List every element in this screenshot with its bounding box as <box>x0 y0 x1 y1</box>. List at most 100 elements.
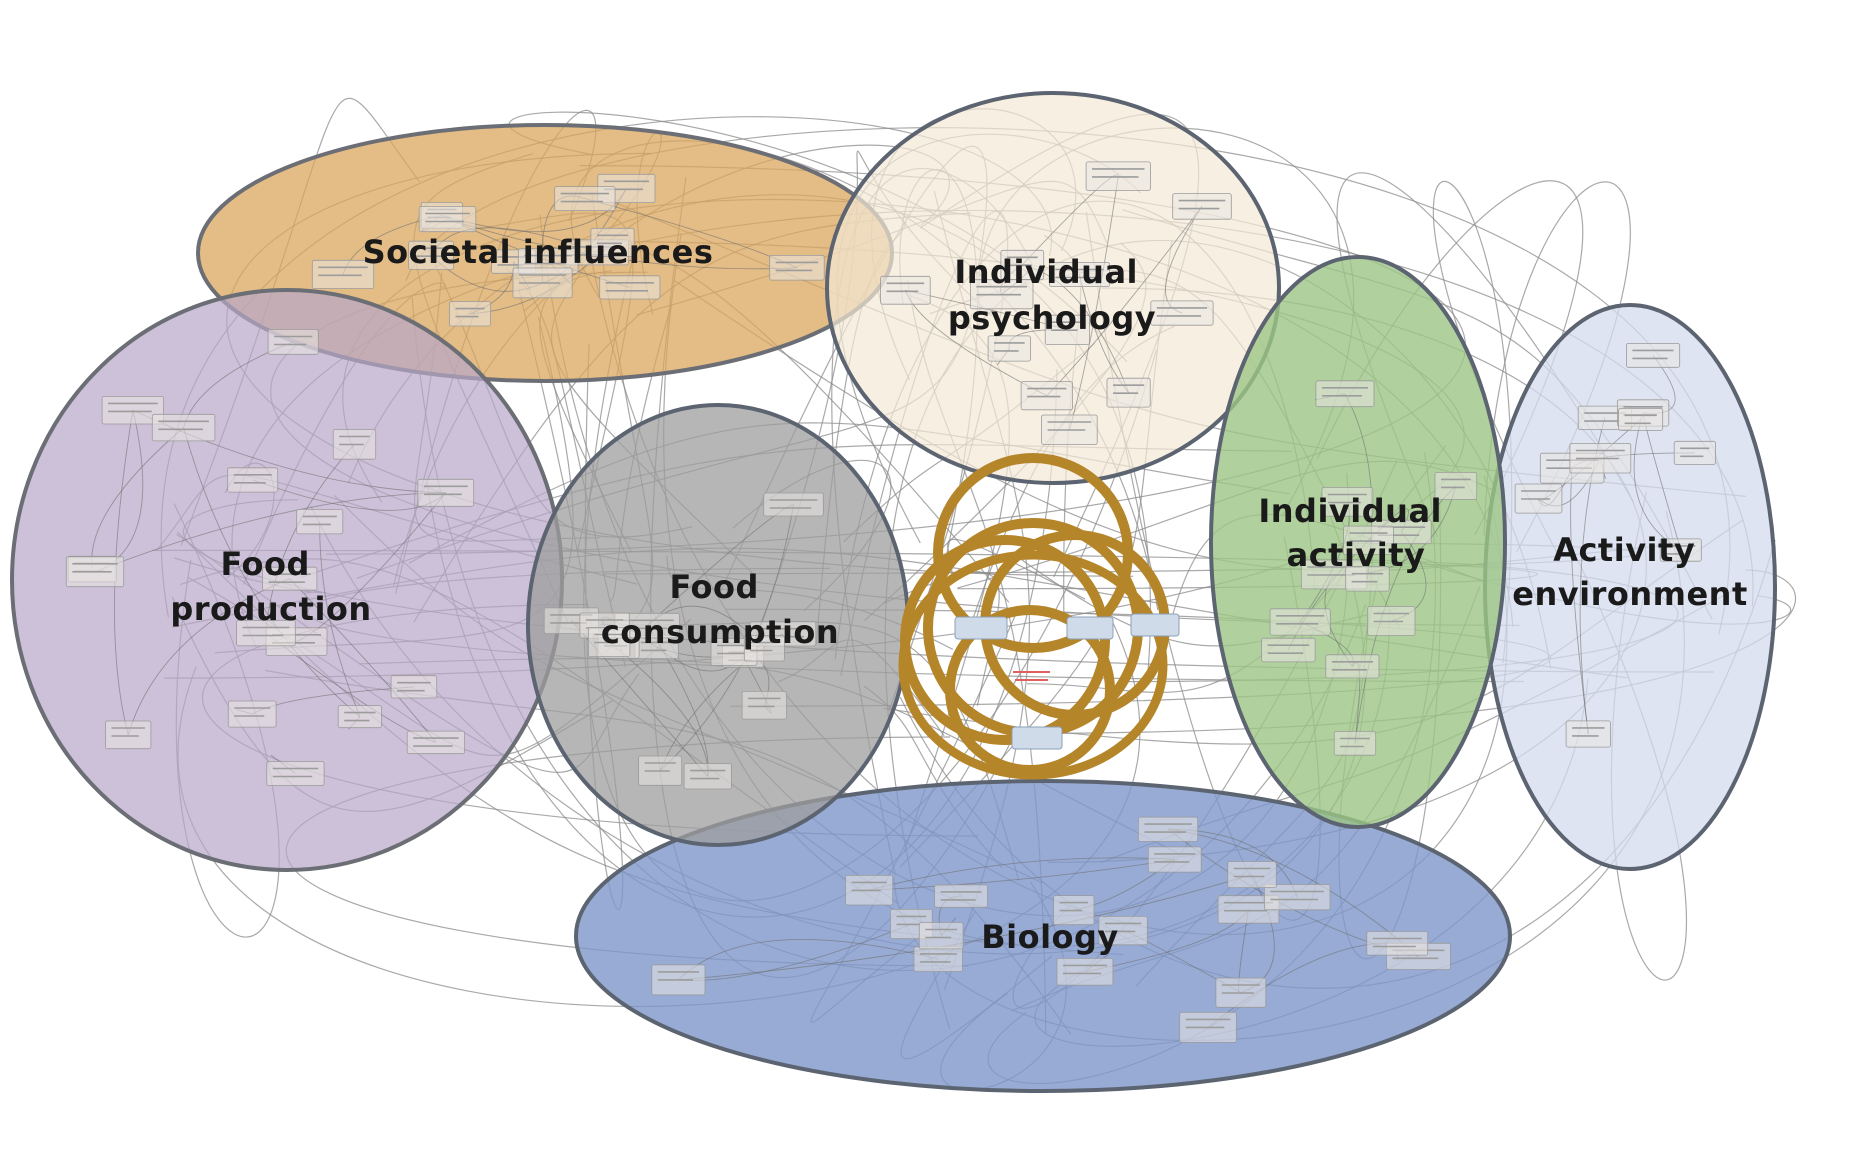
variable-node <box>332 429 377 460</box>
biology-ellipse <box>574 779 1512 1093</box>
variable-node <box>913 946 963 972</box>
individual-psychology-label: Individual psychology <box>948 253 1156 337</box>
variable-node <box>1138 816 1199 842</box>
variable-node <box>449 301 491 327</box>
variable-node <box>1150 300 1214 326</box>
societal-influences-label: Societal influences <box>363 233 714 271</box>
variable-node <box>1514 483 1563 514</box>
variable-node <box>267 329 319 355</box>
variable-node <box>151 413 216 442</box>
inner-connection <box>1046 206 1203 397</box>
variable-node <box>743 635 785 662</box>
variable-node <box>1098 916 1148 946</box>
inner-connection <box>94 492 446 573</box>
variable-node <box>1106 377 1151 408</box>
inner-connection <box>1354 485 1457 744</box>
variable-node <box>763 492 824 517</box>
core-node <box>954 616 1008 640</box>
variable-node <box>262 566 318 591</box>
inner-connection <box>869 857 1175 891</box>
variable-node <box>1618 407 1664 431</box>
inner-connection <box>1570 468 1589 735</box>
variable-node <box>554 186 616 212</box>
variable-node <box>1269 608 1331 636</box>
variable-node <box>227 700 277 728</box>
variable-node <box>311 259 375 289</box>
core-energy-loop <box>898 453 1180 780</box>
variable-node <box>918 922 964 950</box>
inner-connection <box>183 427 361 718</box>
core-loop-ring <box>898 550 1168 780</box>
variable-node <box>418 206 477 233</box>
variable-node <box>1085 161 1151 191</box>
variable-node <box>1041 414 1098 445</box>
individual-activity-label: Individual activity <box>1258 492 1453 574</box>
inner-connection <box>265 444 355 634</box>
variable-node <box>1049 262 1111 288</box>
inner-connection <box>869 859 1175 891</box>
variable-node <box>105 720 152 750</box>
variable-node <box>1056 958 1114 986</box>
variable-node <box>1345 566 1390 592</box>
variable-node <box>1565 720 1611 748</box>
variable-node <box>880 275 931 305</box>
cluster-biology <box>574 779 1512 1093</box>
inner-connection <box>1068 176 1119 430</box>
cluster-individual-psychology <box>825 91 1281 485</box>
variable-node <box>769 254 825 281</box>
variable-node <box>1569 443 1632 474</box>
variable-node <box>1315 380 1375 408</box>
variable-node <box>266 761 325 786</box>
variable-node <box>1367 606 1416 636</box>
variable-node <box>1264 884 1331 911</box>
variable-node <box>417 478 475 507</box>
variable-node <box>970 279 1034 310</box>
variable-node <box>408 240 454 270</box>
activity-environment-label: Activity environment <box>1512 531 1747 613</box>
variable-node <box>651 964 706 996</box>
variable-node <box>406 730 466 755</box>
variable-node <box>517 248 579 274</box>
variable-node <box>512 267 573 299</box>
variable-node <box>390 675 438 699</box>
variable-node <box>599 275 661 300</box>
variable-node <box>987 335 1031 362</box>
variable-node <box>1325 654 1380 679</box>
variable-node <box>683 763 732 790</box>
variable-node <box>65 556 125 588</box>
individual-psychology-ellipse <box>825 91 1281 485</box>
core-loop-ring <box>945 605 1115 775</box>
variable-node <box>934 884 988 908</box>
variable-node <box>1321 487 1374 517</box>
variable-node <box>845 875 894 906</box>
food-consumption-label: Food consumption <box>601 568 839 651</box>
core-node <box>1066 616 1114 640</box>
food-production-label: Food production <box>170 545 371 628</box>
variable-node <box>741 691 787 720</box>
variable-node <box>1147 846 1202 873</box>
variable-node <box>1172 193 1232 220</box>
variable-node <box>227 467 279 493</box>
inner-connection <box>319 521 361 717</box>
variable-node <box>1215 977 1267 1008</box>
variable-node <box>1659 538 1702 562</box>
inner-connection <box>127 578 290 736</box>
inner-connection <box>678 939 939 981</box>
variable-node <box>1333 731 1377 756</box>
variable-node <box>1343 525 1394 555</box>
variable-node <box>337 705 382 729</box>
inner-connection <box>1168 828 1419 957</box>
inner-connection <box>91 427 184 570</box>
inner-connection <box>289 578 437 743</box>
variable-node <box>1179 1012 1237 1043</box>
inner-connection <box>113 410 134 736</box>
variable-node <box>1434 471 1478 500</box>
core-node <box>1011 726 1063 750</box>
biology-label: Biology <box>981 918 1119 956</box>
variable-node <box>1261 637 1316 663</box>
variable-node <box>236 620 296 647</box>
variable-node <box>1673 440 1716 465</box>
variable-node <box>1020 381 1073 411</box>
variable-node <box>1053 895 1095 926</box>
